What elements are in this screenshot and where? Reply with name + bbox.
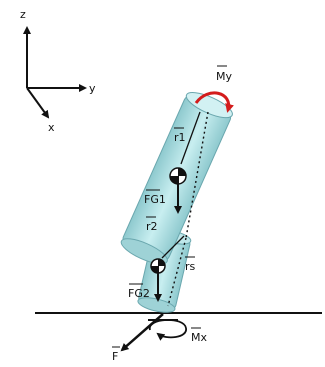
dotted-line-upper — [185, 111, 209, 239]
moment-y-arrow — [194, 91, 234, 113]
r2-vector — [161, 235, 185, 259]
label-F-G2: FG2 — [128, 287, 150, 300]
label-r-1: r1 — [174, 131, 186, 144]
vector-labels: My r1 FG1 r2 rs FG2 Mx F — [112, 65, 232, 363]
moment-x-arrow — [149, 319, 187, 341]
label-M-y: My — [216, 70, 232, 83]
label-F-G1: FG1 — [144, 193, 166, 206]
r1-vector — [180, 111, 201, 165]
label-r-s: rs — [185, 260, 196, 273]
x-axis-label: x — [48, 121, 55, 134]
z-axis-label: z — [20, 8, 26, 21]
coordinate-system: z y x — [20, 8, 96, 134]
label-M-x: Mx — [191, 331, 207, 344]
x-axis — [26, 87, 50, 119]
dotted-line-lower — [167, 237, 187, 307]
label-r-2: r2 — [146, 220, 158, 233]
y-axis-label: y — [89, 82, 96, 95]
ground-contact — [120, 313, 187, 352]
label-F: F — [112, 350, 118, 363]
